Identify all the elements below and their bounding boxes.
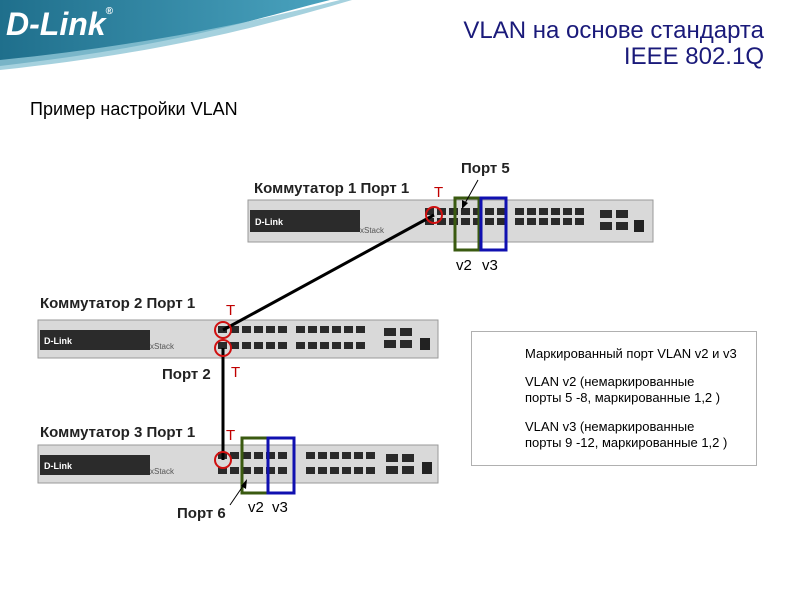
vlan-v3-box	[266, 436, 296, 495]
switch-1-label: Коммутатор 1 Порт 1	[254, 180, 410, 197]
vlan-v3-box	[479, 196, 508, 252]
port6-label: Порт 6	[177, 505, 226, 522]
switch-1-v2-label: v2	[456, 257, 472, 274]
tagged-port-marker	[214, 339, 232, 357]
legend-v3-line2: порты 9 -12, маркированные 1,2 )	[525, 435, 728, 450]
legend-tagged-text: Маркированный порт VLAN v2 и v3	[525, 346, 737, 361]
switch-1-brand: D-Link	[255, 217, 284, 227]
link-sw2-sw1	[222, 213, 435, 332]
switch-2-tag1: T	[226, 302, 236, 319]
legend-v3-line1: VLAN v3 (немаркированные	[525, 419, 695, 434]
dlink-logo: D-Link®	[6, 6, 113, 42]
switch-3-v2-label: v2	[248, 499, 264, 516]
switch-1-series: xStack	[360, 226, 385, 235]
legend-v2-line2: порты 5 -8, маркированные 1,2 )	[525, 390, 721, 405]
switch-3-brand: D-Link	[44, 461, 73, 471]
switch-3-label: Коммутатор 3 Порт 1	[40, 424, 196, 441]
switch-2: D-Link xStack	[37, 319, 439, 359]
switch-1: D-Link xStack	[247, 199, 654, 243]
tagged-port-marker	[214, 451, 232, 469]
switch-2-series: xStack	[150, 342, 175, 351]
switch-3-v3-label: v3	[272, 499, 288, 516]
tagged-port-marker	[425, 206, 443, 224]
slide-subtitle: Пример настройки VLAN	[30, 99, 238, 119]
switch-3-tag: T	[226, 427, 236, 444]
port2-label: Порт 2	[162, 366, 211, 383]
switch-2-label: Коммутатор 2 Порт 1	[40, 295, 196, 312]
tagged-port-marker	[214, 321, 232, 339]
slide-title: VLAN на основе стандарта IEEE 802.1Q	[463, 17, 764, 70]
switch-3: D-Link xStack	[37, 444, 439, 484]
switch-2-tag2: T	[231, 364, 241, 381]
port5-arrow	[463, 179, 479, 206]
legend-v2-line1: VLAN v2 (немаркированные	[525, 374, 695, 389]
switch-2-brand: D-Link	[44, 336, 73, 346]
switch-1-tag: T	[434, 184, 444, 201]
vlan-v2-box	[453, 196, 481, 252]
switch-3-series: xStack	[150, 467, 175, 476]
switch-1-v3-label: v3	[482, 257, 498, 274]
header-banner	[0, 0, 352, 70]
legend-box	[471, 331, 757, 466]
port5-label: Порт 5	[461, 160, 510, 177]
